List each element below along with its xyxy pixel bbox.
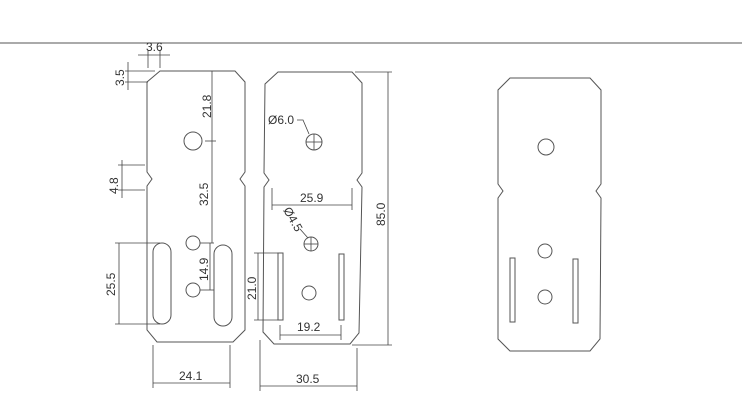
- dim-slot-length: 21.0: [245, 276, 259, 300]
- small-hole: [185, 282, 201, 298]
- small-hole: [185, 235, 201, 251]
- dim-notch: 4.8: [107, 177, 121, 194]
- slot: [572, 258, 579, 324]
- dim-neck-width: 25.9: [300, 191, 324, 205]
- dim-small-hole: Ø4.5: [280, 205, 305, 235]
- dim-hole-to-holes: 32.5: [197, 182, 211, 206]
- plain-view-part: [497, 77, 602, 352]
- slot: [277, 252, 284, 321]
- dim-chamfer-h: 3.5: [113, 69, 127, 86]
- dim-width: 24.1: [179, 369, 203, 383]
- small-hole: [537, 243, 553, 259]
- hole: [301, 285, 317, 301]
- slot: [338, 253, 345, 321]
- small-hole: [537, 289, 553, 305]
- mount-hole: [183, 131, 203, 151]
- dim-hole-spacing: 14.9: [197, 257, 211, 281]
- dimension-view-part: Ø6.0 25.9 Ø4.5 21.0 19.2 30.5 85.0: [245, 71, 392, 391]
- dim-slot-length: 25.5: [104, 272, 118, 296]
- part-outline: [146, 70, 246, 343]
- slot: [509, 257, 516, 323]
- slot: [152, 242, 172, 325]
- part-outline: [497, 77, 602, 352]
- dim-top-to-hole: 21.8: [200, 94, 214, 118]
- dim-slot-spacing: 19.2: [297, 320, 321, 334]
- dim-width: 30.5: [296, 372, 320, 386]
- slot: [213, 244, 233, 327]
- dim-chamfer-w: 3.6: [146, 40, 163, 54]
- part-outline: [262, 71, 363, 345]
- dim-height: 85.0: [374, 202, 388, 226]
- large-hole: [537, 138, 555, 156]
- front-view-part: 3.6 3.5 21.8 32.5 14.9 4.8 25.5 24.1: [104, 40, 246, 388]
- dim-large-hole: Ø6.0: [268, 113, 294, 127]
